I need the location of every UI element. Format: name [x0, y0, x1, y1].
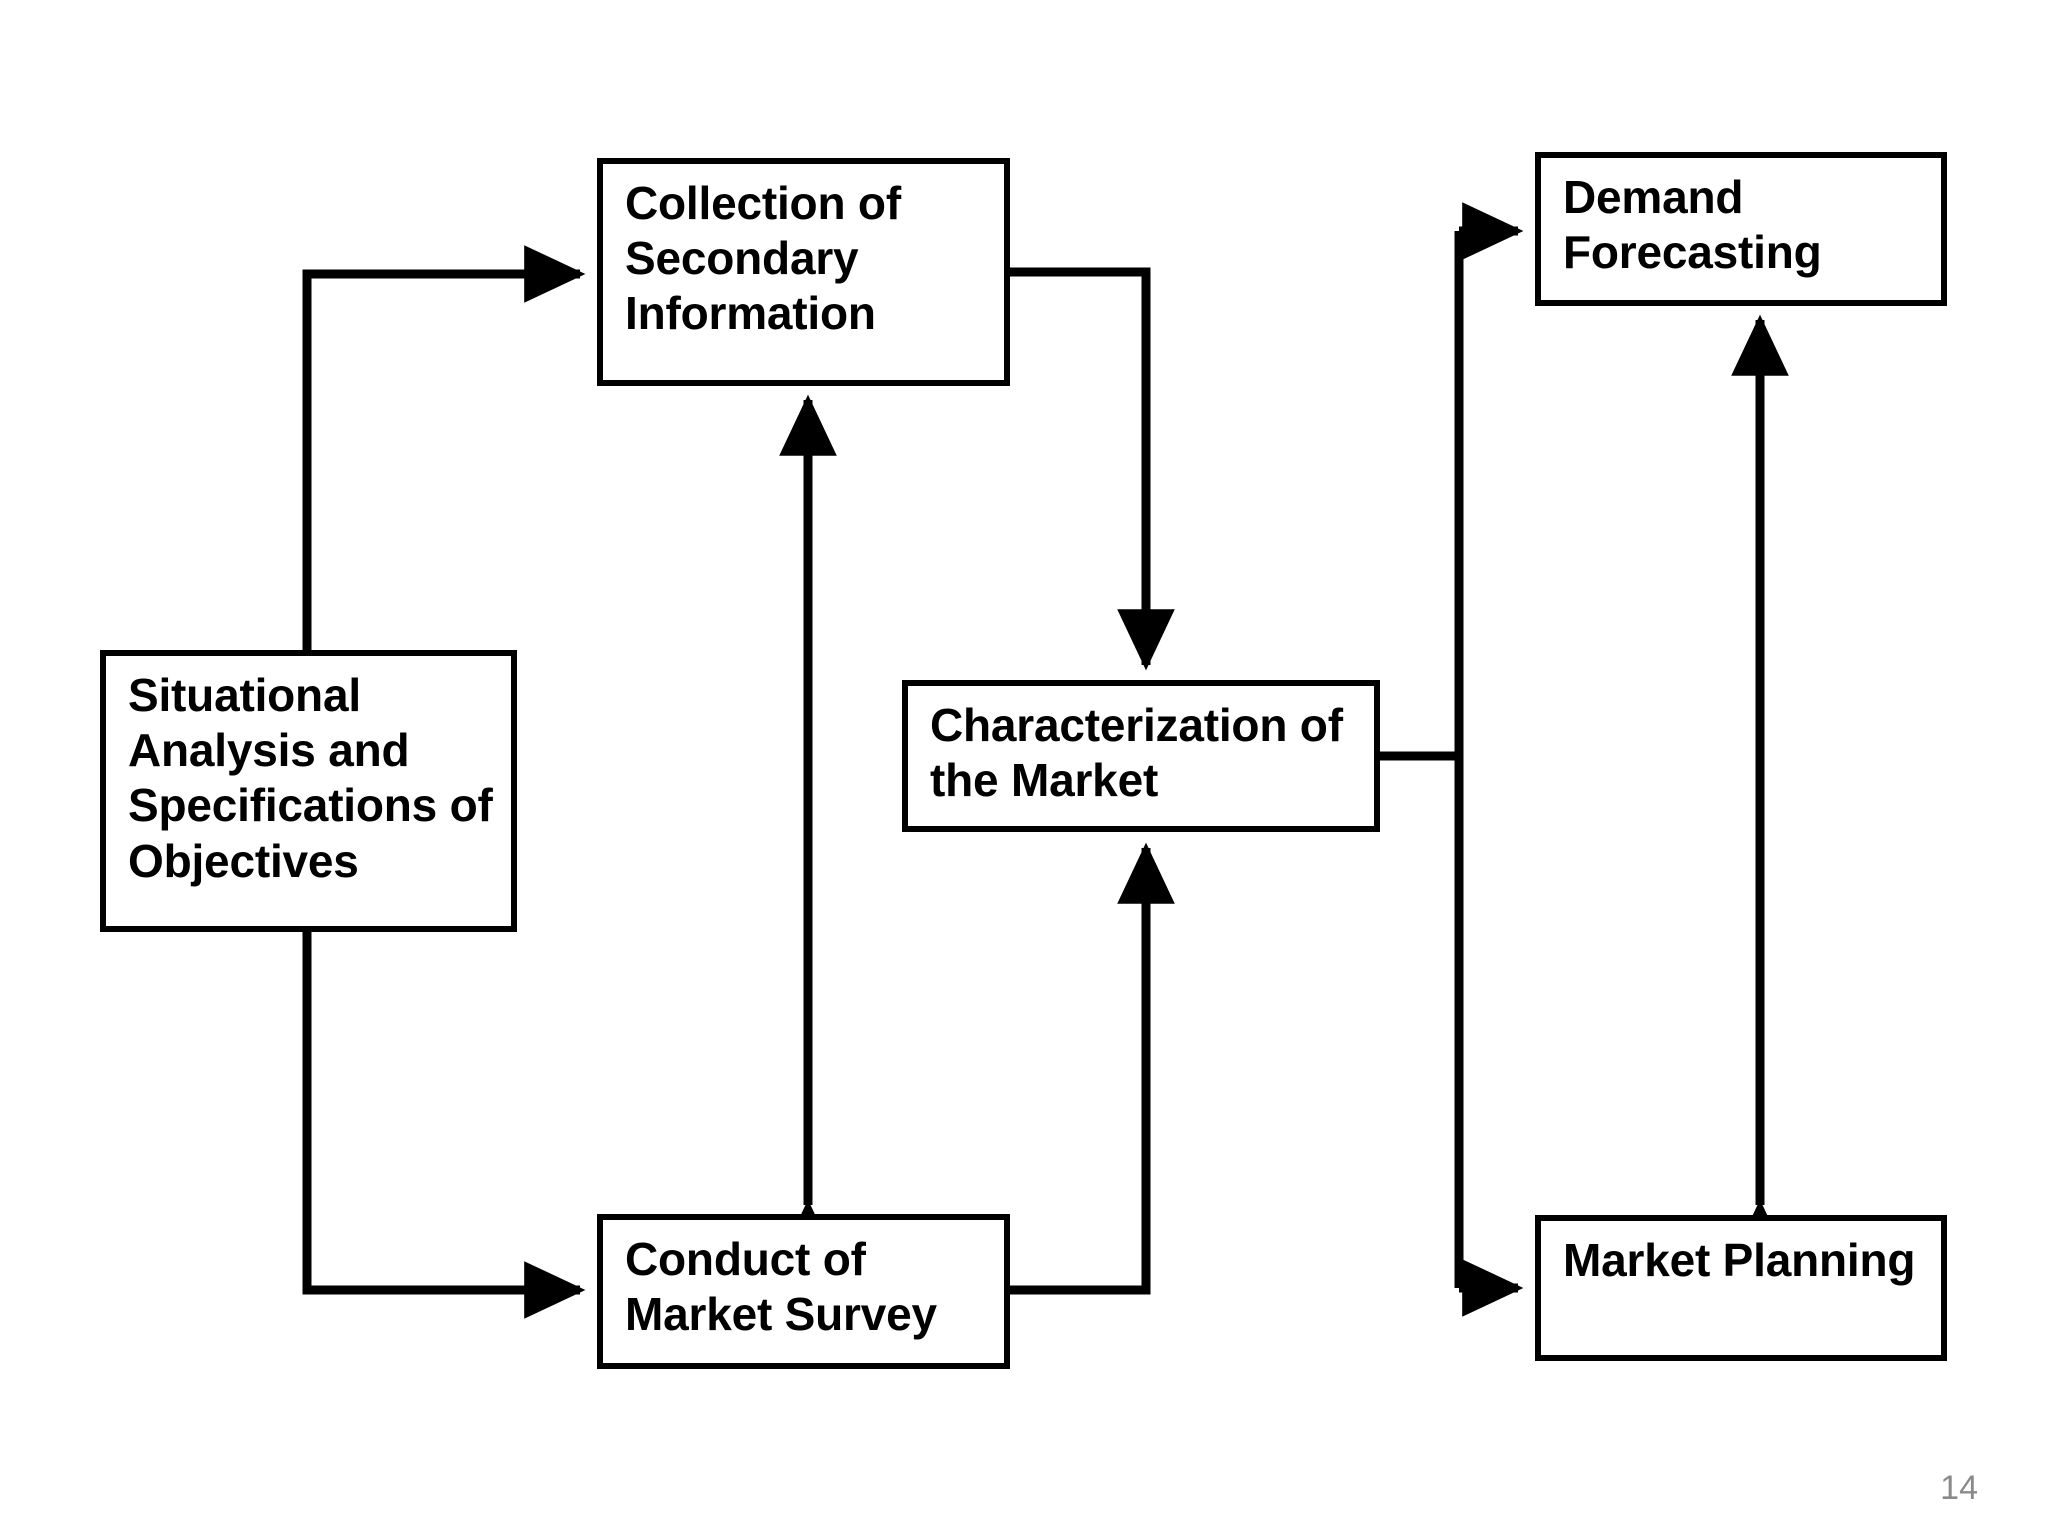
node-demand-forecasting[interactable]: Demand Forecasting: [1535, 152, 1947, 306]
edge-conduct-to-characterization: [1010, 842, 1175, 1295]
node-label-market-planning: Market Planning: [1563, 1234, 1916, 1286]
node-label-characterization-market: Characterization of the Market: [930, 699, 1343, 807]
node-label-situational-analysis: Situational Analysis and Specifications …: [128, 669, 493, 887]
node-market-planning[interactable]: Market Planning: [1535, 1215, 1947, 1361]
node-collection-secondary-information[interactable]: Collection of Secondary Information: [597, 158, 1010, 386]
edge-collection-to-characterization: [1010, 267, 1175, 671]
page-number: 14: [1940, 1469, 1978, 1507]
node-label-collection-secondary-information: Collection of Secondary Information: [625, 177, 901, 340]
node-label-demand-forecasting: Demand Forecasting: [1563, 171, 1822, 279]
node-conduct-market-survey[interactable]: Conduct of Market Survey: [597, 1214, 1010, 1369]
node-label-conduct-market-survey: Conduct of Market Survey: [625, 1233, 937, 1341]
node-characterization-market[interactable]: Characterization of the Market: [902, 680, 1380, 832]
node-situational-analysis[interactable]: Situational Analysis and Specifications …: [100, 650, 517, 932]
